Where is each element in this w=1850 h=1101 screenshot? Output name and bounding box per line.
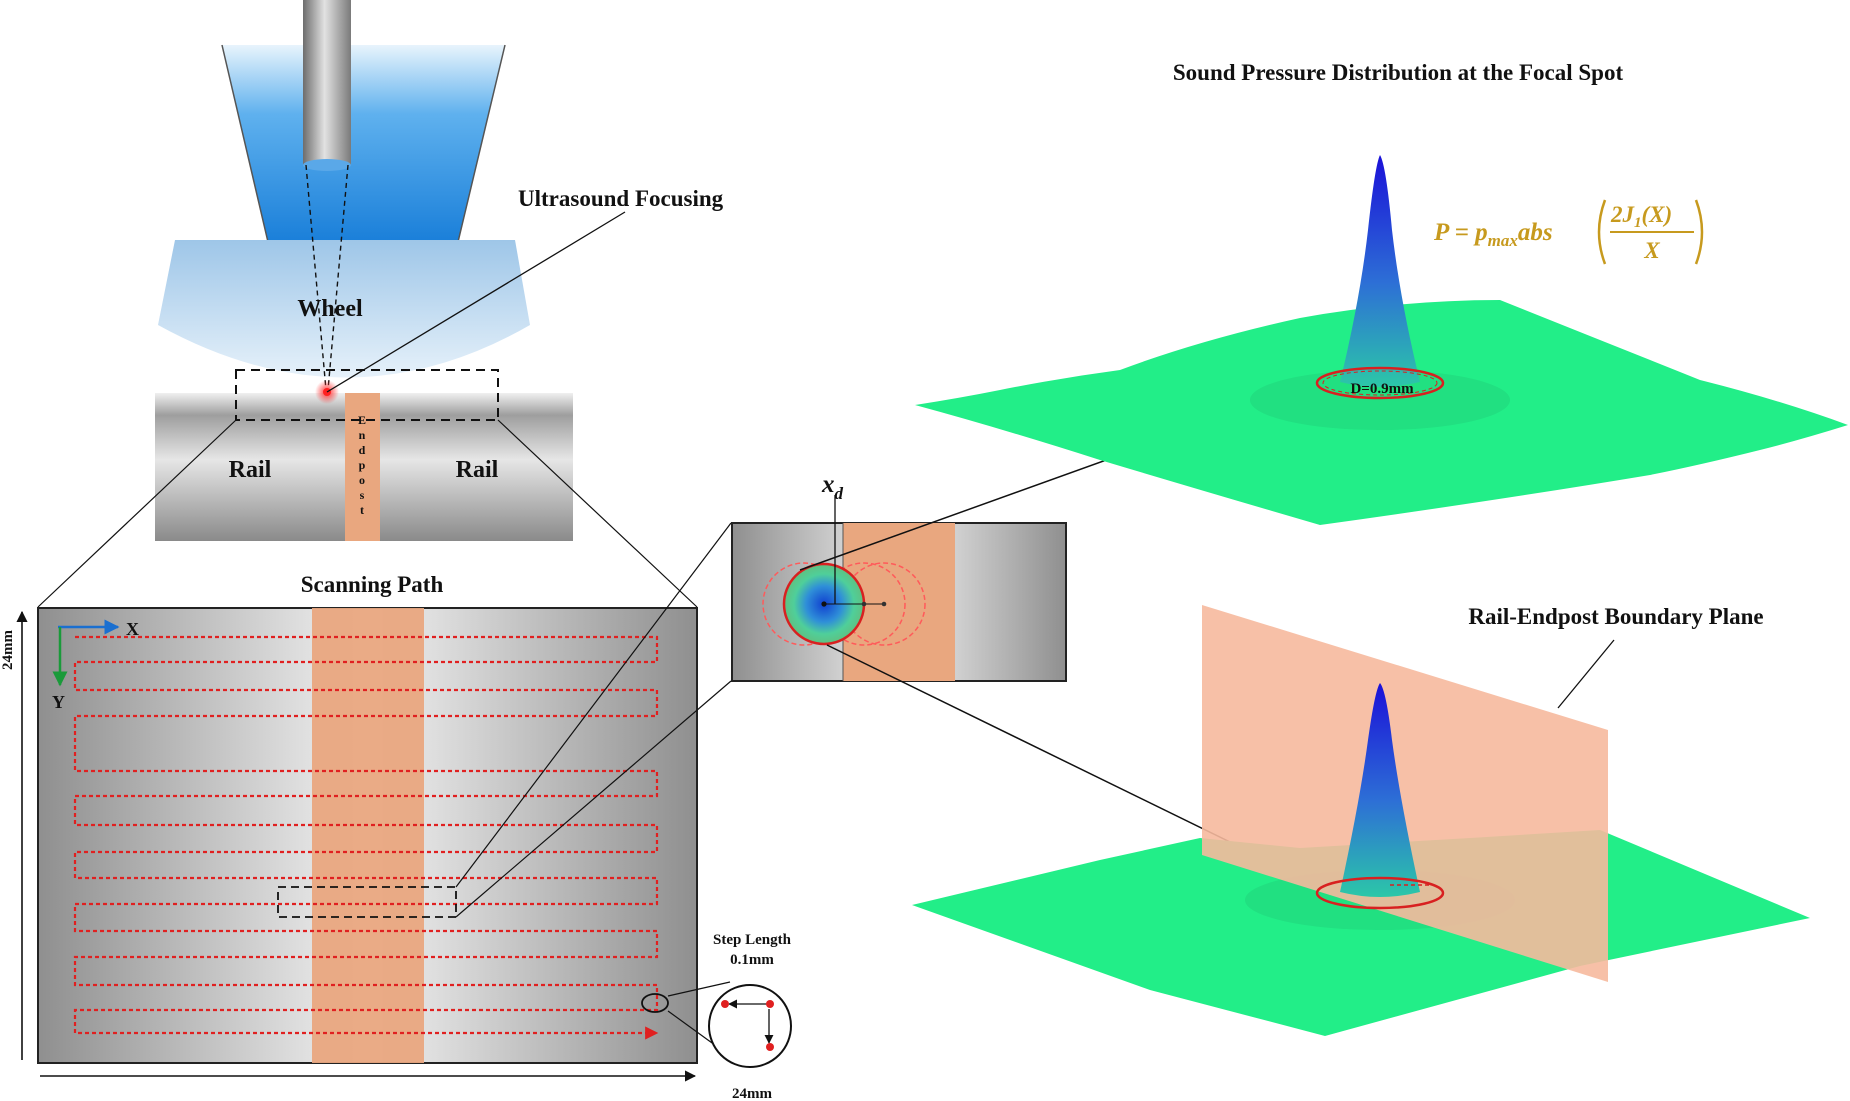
xd-label: xd <box>821 471 844 503</box>
wheel-label: Wheel <box>297 296 363 322</box>
sound-pressure-title: Sound Pressure Distribution at the Focal… <box>1173 60 1624 85</box>
svg-text:P = pmaxabs: P = pmaxabs <box>1433 219 1553 250</box>
boundary-plane-plot: Rail-Endpost Boundary Plane <box>912 604 1810 1036</box>
svg-text:X: X <box>1643 238 1660 263</box>
focal-diameter-ring <box>1315 366 1445 400</box>
rail-right-block <box>380 393 573 541</box>
diameter-label: D=0.9mm <box>1350 381 1414 397</box>
sound-pressure-plot: Sound Pressure Distribution at the Focal… <box>915 60 1848 525</box>
pressure-peak-top <box>1340 155 1420 387</box>
bottom-diameter-ring <box>1315 876 1445 910</box>
rail-left-label: Rail <box>229 457 272 483</box>
water-column <box>222 45 505 242</box>
ultrasound-focusing-label: Ultrasound Focusing <box>518 186 724 211</box>
endpost-block <box>345 393 380 541</box>
svg-text:Endpost: Endpost <box>358 413 366 517</box>
transducer-rod <box>303 0 351 165</box>
axis-y-label: Y <box>52 692 65 712</box>
focal-spot-inset: xd <box>731 471 1067 682</box>
svg-text:2J1(X): 2J1(X) <box>1610 202 1672 231</box>
boundary-plane-label: Rail-Endpost Boundary Plane <box>1468 604 1763 629</box>
axis-x-label: X <box>126 619 139 639</box>
step-dot-down <box>766 1043 774 1051</box>
step-length-value: 0.1mm <box>730 952 774 968</box>
wheel-body <box>158 240 530 378</box>
formula: P = pmaxabs 2J1(X) X <box>1433 199 1704 265</box>
rail-endpost-plane <box>1202 605 1608 982</box>
step-dot-left <box>721 1000 729 1008</box>
pressure-peak-bottom <box>1340 683 1420 897</box>
dim-horizontal-label: 24mm <box>732 1086 772 1101</box>
scan-endpost-strip <box>312 608 424 1063</box>
step-detail-circle <box>708 984 792 1068</box>
rail-right-label: Rail <box>456 457 499 483</box>
step-length-label: Step Length <box>713 932 792 948</box>
focus-zoom-box <box>235 369 499 421</box>
scanning-path-title: Scanning Path <box>301 572 444 597</box>
step-dot-start <box>766 1000 774 1008</box>
scan-raster-path <box>73 635 659 1040</box>
scanning-path-panel: Scanning Path X Y 24mm 24mm Step Length … <box>0 572 792 1101</box>
step-highlight-ring <box>641 993 669 1013</box>
dim-vertical-label: 24mm <box>0 630 16 670</box>
